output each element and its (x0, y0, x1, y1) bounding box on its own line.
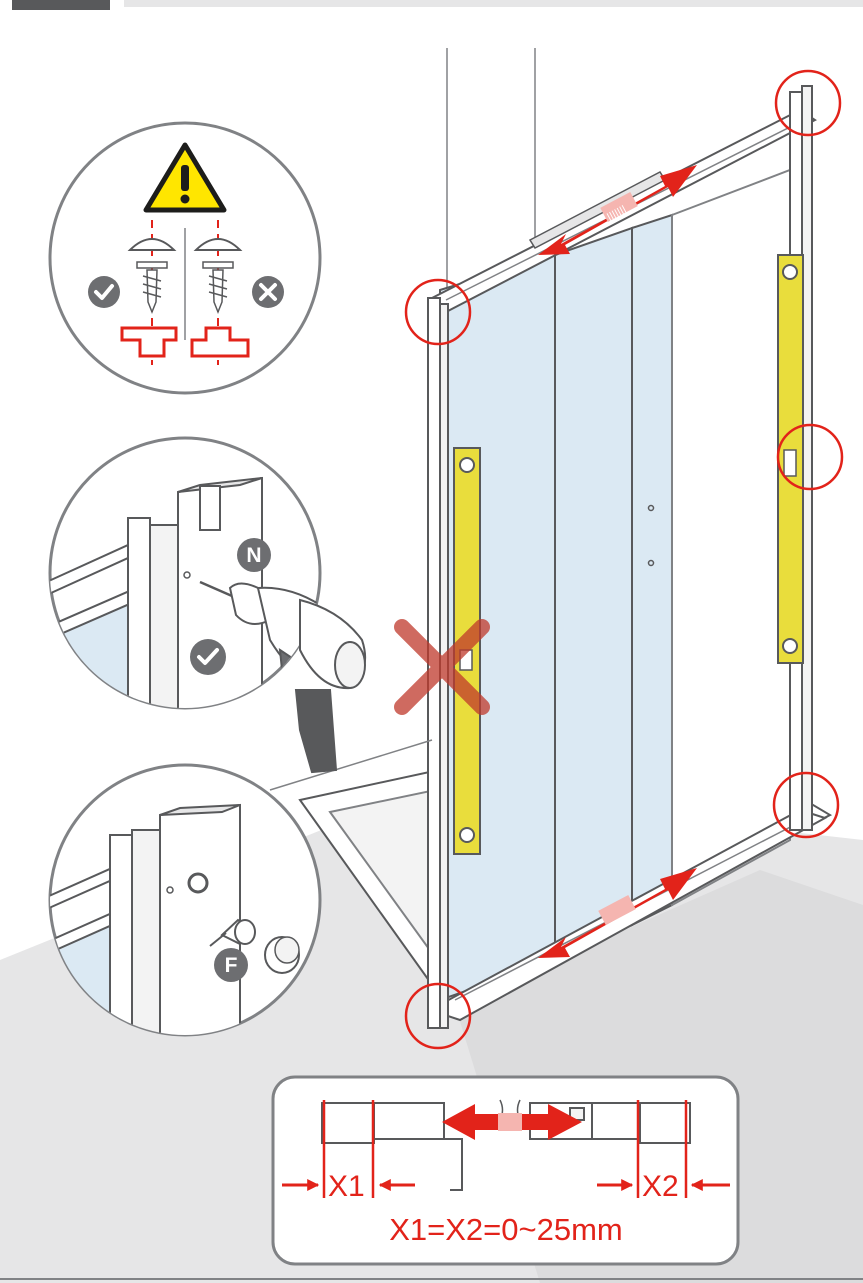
corner-check-top-right (774, 69, 842, 137)
x1-label: X1 (328, 1170, 365, 1203)
drill-icon (294, 598, 366, 774)
corner-check-bottom-right (772, 771, 840, 839)
cap-cover (264, 936, 300, 974)
check-icon (88, 276, 120, 308)
spirit-level-right (777, 254, 804, 664)
corner-check-top-left (404, 278, 472, 346)
fix-badge-f: F (214, 948, 248, 982)
detail-drill: N (48, 436, 322, 710)
screw-icon (209, 918, 256, 947)
page-tab (12, 0, 110, 10)
check-icon (190, 639, 226, 675)
svg-text:F: F (225, 954, 238, 977)
gap-detail-panel: X1 X2 X1=X2=0~25mm (271, 1075, 740, 1266)
corner-check-mid-right (776, 423, 844, 491)
detail-screw (48, 121, 322, 395)
handle-hole (647, 504, 655, 512)
page-header-bar (124, 0, 863, 7)
wrong-mark-cross-icon (394, 619, 490, 715)
gap-formula: X1=X2=0~25mm (389, 1212, 623, 1247)
corner-check-bottom-left (404, 982, 472, 1050)
x2-label: X2 (642, 1170, 679, 1203)
detail-fix: F (48, 763, 322, 1037)
screw-wrong (190, 220, 250, 365)
wall-plug (187, 872, 209, 894)
handle-hole (647, 559, 655, 567)
corner-check-circles (404, 69, 844, 1050)
drill-badge-n: N (237, 538, 271, 572)
svg-text:N: N (246, 544, 261, 567)
slide-arrow-bottom (538, 868, 697, 958)
warning-icon (143, 142, 227, 213)
floor-edge-line (269, 739, 433, 791)
screw-correct (120, 220, 178, 365)
cross-icon (252, 276, 284, 308)
